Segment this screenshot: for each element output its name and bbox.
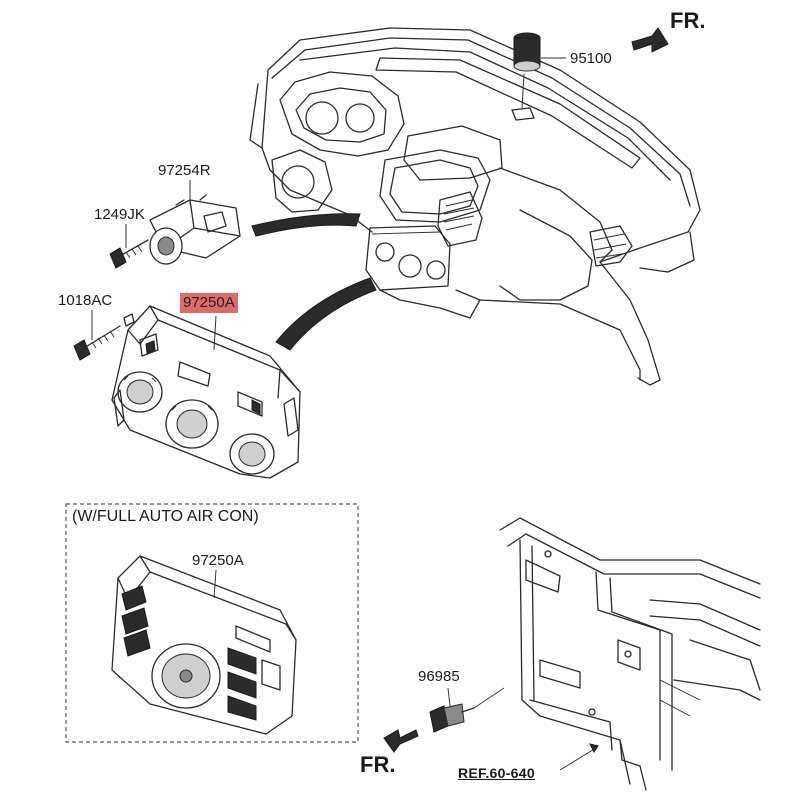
label-97250a-inset: 97250A bbox=[192, 552, 244, 569]
sensor-95100 bbox=[513, 32, 566, 72]
label-95100: 95100 bbox=[570, 50, 612, 67]
dashboard-illustration bbox=[249, 27, 701, 386]
control-unit-97250a-auto bbox=[111, 555, 297, 735]
switch-97254r bbox=[149, 180, 241, 265]
bolt-1249jk bbox=[109, 224, 149, 269]
label-fr-bottom: FR. bbox=[360, 752, 396, 777]
control-unit-97250a bbox=[111, 305, 301, 479]
label-97254r: 97254R bbox=[158, 162, 211, 179]
front-arrow-top bbox=[631, 27, 669, 53]
sensor-96985 bbox=[429, 687, 505, 733]
bolt-1018ac bbox=[73, 310, 135, 361]
pointer-arrow-upper bbox=[251, 213, 361, 237]
label-1249jk: 1249JK bbox=[94, 206, 145, 223]
label-96985: 96985 bbox=[418, 668, 460, 685]
radiator-support-frame bbox=[499, 517, 761, 791]
label-1018ac: 1018AC bbox=[58, 292, 113, 309]
inset-frame bbox=[65, 503, 359, 743]
pointer-arrow-lower bbox=[275, 277, 377, 351]
label-ref: REF.60-640 bbox=[458, 765, 535, 781]
inset-note: (W/FULL AUTO AIR CON) bbox=[72, 508, 259, 525]
label-fr-top: FR. bbox=[670, 8, 706, 33]
front-arrow-bottom bbox=[383, 729, 419, 753]
label-97250a-highlighted: 97250A bbox=[180, 293, 238, 313]
